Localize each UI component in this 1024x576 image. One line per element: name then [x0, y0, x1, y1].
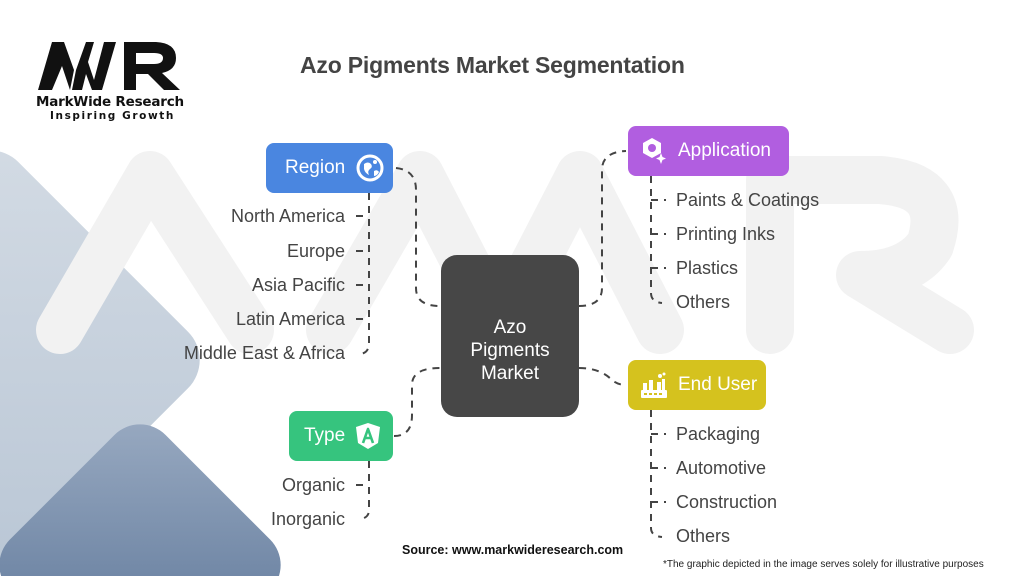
- angular-a-icon: [356, 423, 381, 449]
- center-node: Azo Pigments Market: [441, 255, 579, 417]
- application-item-paints-coatings: Paints & Coatings: [676, 190, 820, 210]
- end-user-item-others: Others: [676, 526, 731, 546]
- category-application: Application: [628, 126, 789, 176]
- region-item-europe: Europe: [286, 241, 345, 261]
- category-region: Region: [266, 143, 393, 193]
- category-type: Type: [289, 411, 393, 461]
- disclaimer-text: *The graphic depicted in the image serve…: [663, 559, 984, 570]
- globe-icon: [356, 154, 384, 182]
- gear-sparkle-icon: [643, 138, 666, 164]
- center-line-2: Pigments: [470, 339, 550, 361]
- category-end-user: End User: [628, 360, 766, 410]
- category-region-label: Region: [285, 157, 346, 178]
- end-user-item-automotive: Automotive: [676, 458, 767, 478]
- end-user-item-construction: Construction: [676, 492, 778, 512]
- region-item-north-america: North America: [230, 206, 345, 226]
- application-item-others: Others: [676, 292, 731, 312]
- end-user-item-packaging: Packaging: [676, 424, 761, 444]
- application-item-plastics: Plastics: [676, 258, 739, 278]
- type-item-organic: Organic: [281, 475, 345, 495]
- factory-icon: [641, 372, 667, 398]
- logo: MarkWide Research Inspiring Growth: [36, 40, 196, 122]
- category-application-label: Application: [678, 140, 771, 161]
- logo-mark-icon: [38, 42, 180, 90]
- category-type-label: Type: [304, 425, 346, 446]
- region-item-middle-east-africa: Middle East & Africa: [183, 343, 345, 363]
- logo-tagline: Inspiring Growth: [50, 110, 175, 122]
- region-item-asia-pacific: Asia Pacific: [251, 275, 345, 295]
- region-item-latin-america: Latin America: [235, 309, 345, 329]
- center-line-3: Market: [480, 362, 540, 384]
- center-line-1: Azo: [493, 316, 527, 338]
- page-title: Azo Pigments Market Segmentation: [300, 52, 685, 78]
- type-item-inorganic: Inorganic: [270, 509, 345, 529]
- source-text: Source: www.markwideresearch.com: [402, 543, 624, 557]
- category-end-user-label: End User: [678, 374, 758, 395]
- logo-name: MarkWide Research: [36, 94, 184, 110]
- application-item-printing-inks: Printing Inks: [676, 224, 776, 244]
